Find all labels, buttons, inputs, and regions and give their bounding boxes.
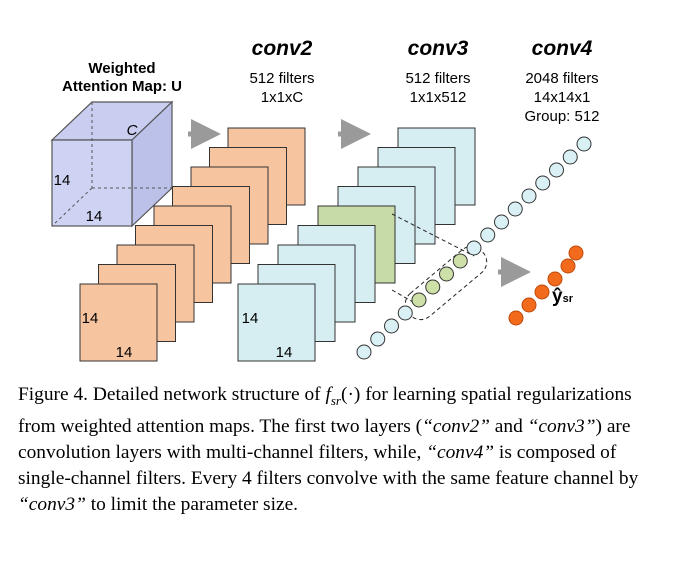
conv4-node: [480, 227, 496, 243]
conv4-node: [521, 188, 537, 204]
conv3-filters: 512 filters: [405, 70, 471, 87]
conv4-node: [452, 253, 468, 269]
output-node-chain: [508, 245, 584, 326]
caption-text-5: is composed of single-channel filters. E…: [18, 441, 639, 489]
conv4-title: conv4: [531, 37, 593, 60]
cube-depth-label: C: [126, 122, 138, 139]
caption-text-2: for learning spatial regularizations fro…: [18, 384, 632, 437]
cube-width-label: 14: [85, 208, 103, 225]
conv2-plane-width-label: 14: [115, 344, 133, 361]
conv4-node: [356, 344, 372, 360]
cube-height-label: 14: [53, 172, 71, 189]
conv4-node: [535, 175, 551, 191]
conv3-filter-plane: [237, 283, 316, 362]
attention-map-cube: [50, 100, 174, 228]
conv3-title: conv3: [407, 37, 469, 60]
caption-text-3: and: [489, 415, 528, 437]
conv4-node: [384, 318, 399, 334]
conv2-title: conv2: [251, 37, 313, 60]
output-node: [547, 271, 563, 287]
conv4-node: [494, 214, 509, 230]
conv4-node: [411, 292, 427, 308]
conv2-plane-height-label: 14: [81, 310, 99, 327]
conv2-filters: 512 filters: [249, 70, 315, 87]
conv3-filter-stack: [237, 127, 476, 362]
diagram-canvas: [50, 100, 592, 362]
conv3-plane-height-label: 14: [241, 310, 259, 327]
caption-text-1: Figure 4. Detailed network structure of: [18, 384, 326, 405]
output-node: [521, 297, 537, 313]
output-node: [568, 245, 584, 261]
conv4-node-chain: [356, 136, 592, 360]
conv4-node: [562, 149, 578, 165]
caption-conv3-b: “conv3”: [18, 493, 86, 515]
conv3-kernel: 1x1x512: [409, 89, 467, 106]
figure-caption: Figure 4. Detailed network structure of …: [18, 382, 658, 518]
input-title: Weighted Attention Map: U: [62, 60, 182, 95]
conv4-node: [507, 201, 523, 217]
conv2-filter-plane: [79, 283, 158, 362]
conv4-node: [370, 331, 386, 347]
network-diagram: Weighted Attention Map: U C 14 14 conv2 …: [50, 37, 600, 362]
flow-arrows: [188, 119, 531, 287]
conv4-node: [466, 240, 482, 256]
conv4-kernel: 14x14x1: [533, 89, 591, 106]
conv4-node: [397, 305, 413, 321]
output-label: ŷsr: [552, 286, 573, 307]
output-node: [534, 284, 550, 300]
conv4-node: [549, 162, 564, 178]
caption-text-4: ) are convolution layers with multi-chan…: [18, 415, 631, 463]
conv4-node: [439, 266, 454, 282]
caption-conv3: “conv3”: [527, 415, 596, 437]
conv4-node: [425, 279, 441, 295]
conv2-filter-stack: [79, 127, 306, 362]
caption-conv2: “conv2”: [422, 415, 490, 437]
output-node: [508, 310, 524, 326]
caption-conv4: “conv4”: [426, 441, 495, 463]
output-node: [560, 258, 576, 274]
conv4-filters: 2048 filters: [525, 70, 599, 87]
caption-formula-arg: (·): [340, 384, 361, 405]
conv2-kernel: 1x1xC: [260, 89, 304, 106]
caption-text-6: to limit the parameter size.: [85, 493, 299, 515]
conv4-group: Group: 512: [524, 108, 600, 125]
caption-formula: fsr: [325, 384, 341, 408]
conv4-node: [576, 136, 592, 152]
conv3-plane-width-label: 14: [275, 344, 293, 361]
